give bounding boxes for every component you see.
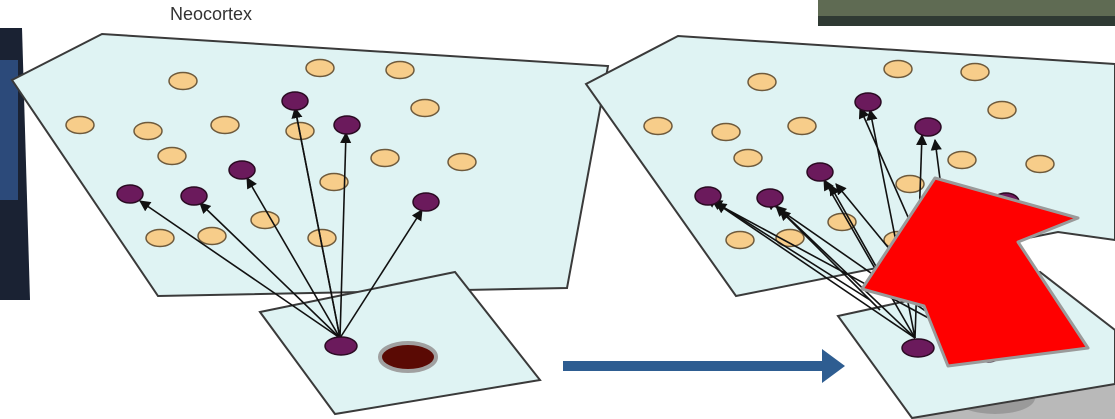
neuron-active — [756, 188, 784, 208]
connection-arrow — [339, 209, 423, 339]
neuron-inactive — [65, 115, 95, 135]
red-highlight-arrow-icon — [860, 176, 1090, 368]
neuron-inactive — [145, 228, 175, 248]
connection-arrow — [715, 202, 916, 339]
neuron-inactive — [895, 174, 925, 194]
neuron-inactive — [883, 59, 913, 79]
left-blue-strip — [0, 60, 18, 200]
neuron-active — [806, 162, 834, 182]
neuron-inactive — [711, 122, 741, 142]
neuron-inactive — [733, 148, 763, 168]
neuron-inactive — [319, 172, 349, 192]
inactive-neurons-left — [65, 58, 477, 248]
neuron-inactive — [197, 226, 227, 246]
connection-arrow — [711, 199, 871, 301]
neuron-active — [412, 192, 440, 212]
neuron-inactive — [987, 100, 1017, 120]
neuron-inactive — [157, 146, 187, 166]
neuron-inactive — [643, 116, 673, 136]
neuron-active — [914, 117, 942, 137]
neuron-inactive — [210, 115, 240, 135]
neuron-active — [333, 115, 361, 135]
connection-arrow — [139, 200, 341, 339]
connection-arrow — [775, 205, 916, 339]
neuron-active — [281, 91, 309, 111]
neuron-inactive — [960, 62, 990, 82]
neuron-inactive — [447, 152, 477, 172]
neuron-inactive — [787, 116, 817, 136]
neuron-inactive — [168, 71, 198, 91]
panel-after — [584, 34, 1115, 419]
connection-arrow — [246, 177, 341, 339]
hippocampal-neuron-right — [901, 338, 935, 358]
neuron-active — [854, 92, 882, 112]
active-neurons-left — [116, 91, 440, 212]
connection-arrow — [705, 197, 961, 336]
connection-arrow — [779, 209, 881, 311]
neuron-inactive — [305, 58, 335, 78]
neuron-inactive — [385, 60, 415, 80]
neuron-active — [116, 184, 144, 204]
connections-left — [139, 106, 423, 339]
neuron-active — [228, 160, 256, 180]
neuron-inactive — [775, 228, 805, 248]
connection-arrow — [823, 179, 916, 339]
transition-arrow — [563, 349, 845, 383]
neuron-inactive — [410, 98, 440, 118]
neuron-active — [694, 186, 722, 206]
neocortex-label: Neocortex — [170, 4, 253, 24]
panel-before — [10, 32, 610, 416]
connection-arrow-back — [294, 107, 341, 339]
neuron-inactive — [747, 72, 777, 92]
hippocampal-neuron-left — [324, 336, 358, 356]
hippocampal-marker — [378, 341, 438, 373]
neuron-active — [180, 186, 208, 206]
neuron-inactive — [947, 150, 977, 170]
neuron-inactive — [250, 210, 280, 230]
neuron-inactive — [725, 230, 755, 250]
connection-arrow — [339, 131, 352, 339]
connection-arrow — [199, 202, 341, 339]
neuron-inactive — [1025, 154, 1055, 174]
neuron-inactive — [133, 121, 163, 141]
neuron-inactive — [370, 148, 400, 168]
